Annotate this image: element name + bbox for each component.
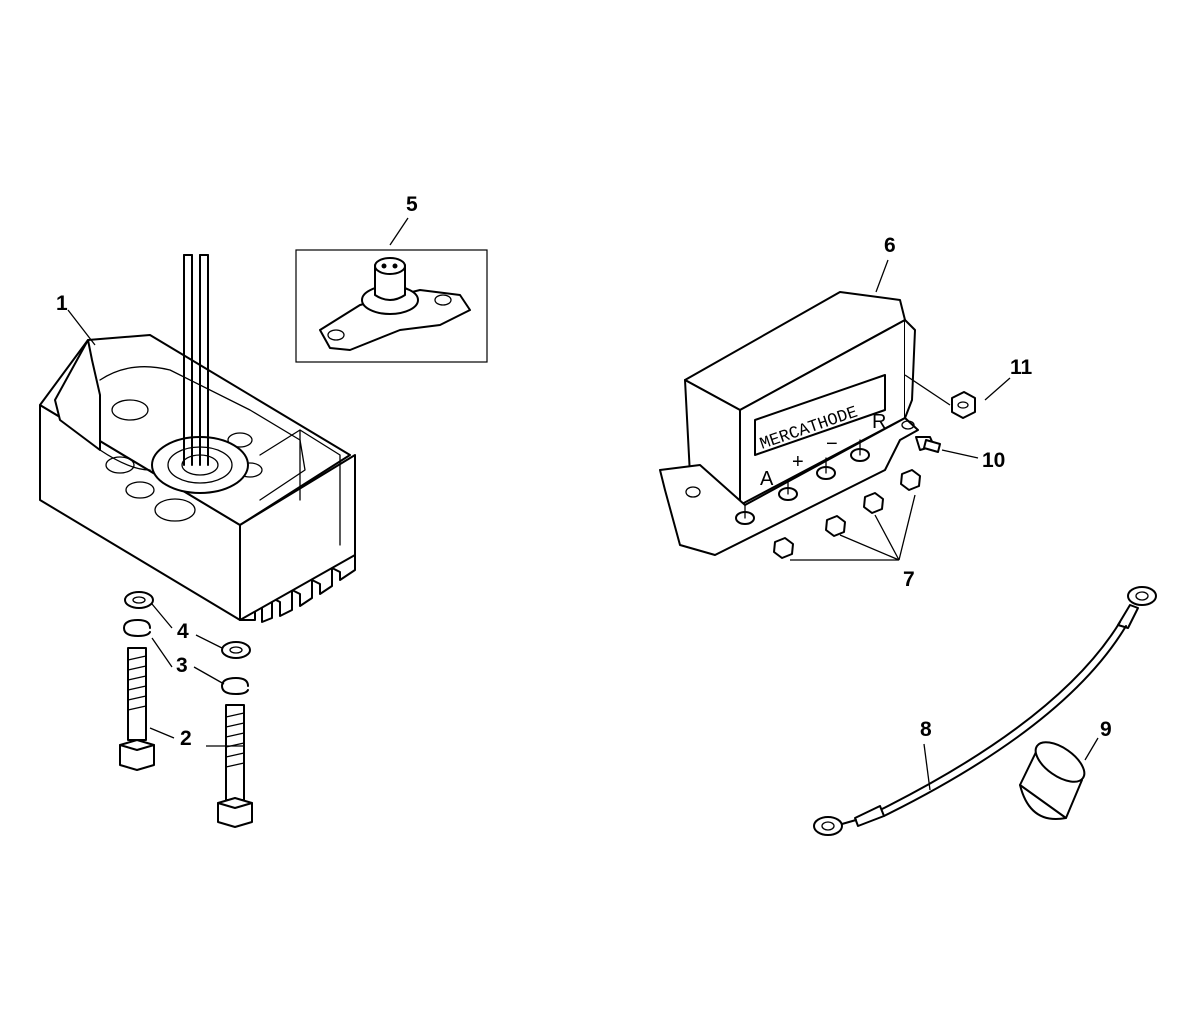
terminal-label-minus: − <box>826 433 838 455</box>
lock-washer-part-3a <box>123 619 151 637</box>
flat-washer-part-4a <box>124 591 154 609</box>
mercathode-controller-part-6: MERCATHODE A + − R <box>659 291 919 556</box>
callout-2: 2 <box>180 727 192 750</box>
flat-washer-part-4b <box>221 641 251 659</box>
callout-1: 1 <box>56 292 68 315</box>
terminal-label-a: A <box>760 468 774 490</box>
callout-9: 9 <box>1100 718 1112 741</box>
nut-part-11 <box>951 391 976 419</box>
terminal-label-r: R <box>872 411 886 433</box>
callout-5: 5 <box>406 193 418 216</box>
grommet-inset-part-5 <box>295 249 488 363</box>
ground-wire-part-8 <box>813 586 1157 836</box>
callout-10: 10 <box>982 449 1005 472</box>
callout-8: 8 <box>920 718 932 741</box>
bolt-part-2a <box>119 647 155 771</box>
nuts-part-7 <box>773 469 921 559</box>
lock-washer-part-3b <box>221 677 249 695</box>
callout-11: 11 <box>1010 356 1033 379</box>
bolt-part-2b <box>217 704 253 828</box>
callout-4: 4 <box>177 620 189 643</box>
cap-part-9 <box>1019 741 1086 820</box>
callout-6: 6 <box>884 234 896 257</box>
terminal-label-plus: + <box>792 451 804 473</box>
leader-lines <box>67 217 1099 791</box>
callout-3: 3 <box>176 654 188 677</box>
bracket-part-1 <box>39 254 356 623</box>
callout-7: 7 <box>903 568 915 591</box>
screw-part-10 <box>915 436 941 453</box>
